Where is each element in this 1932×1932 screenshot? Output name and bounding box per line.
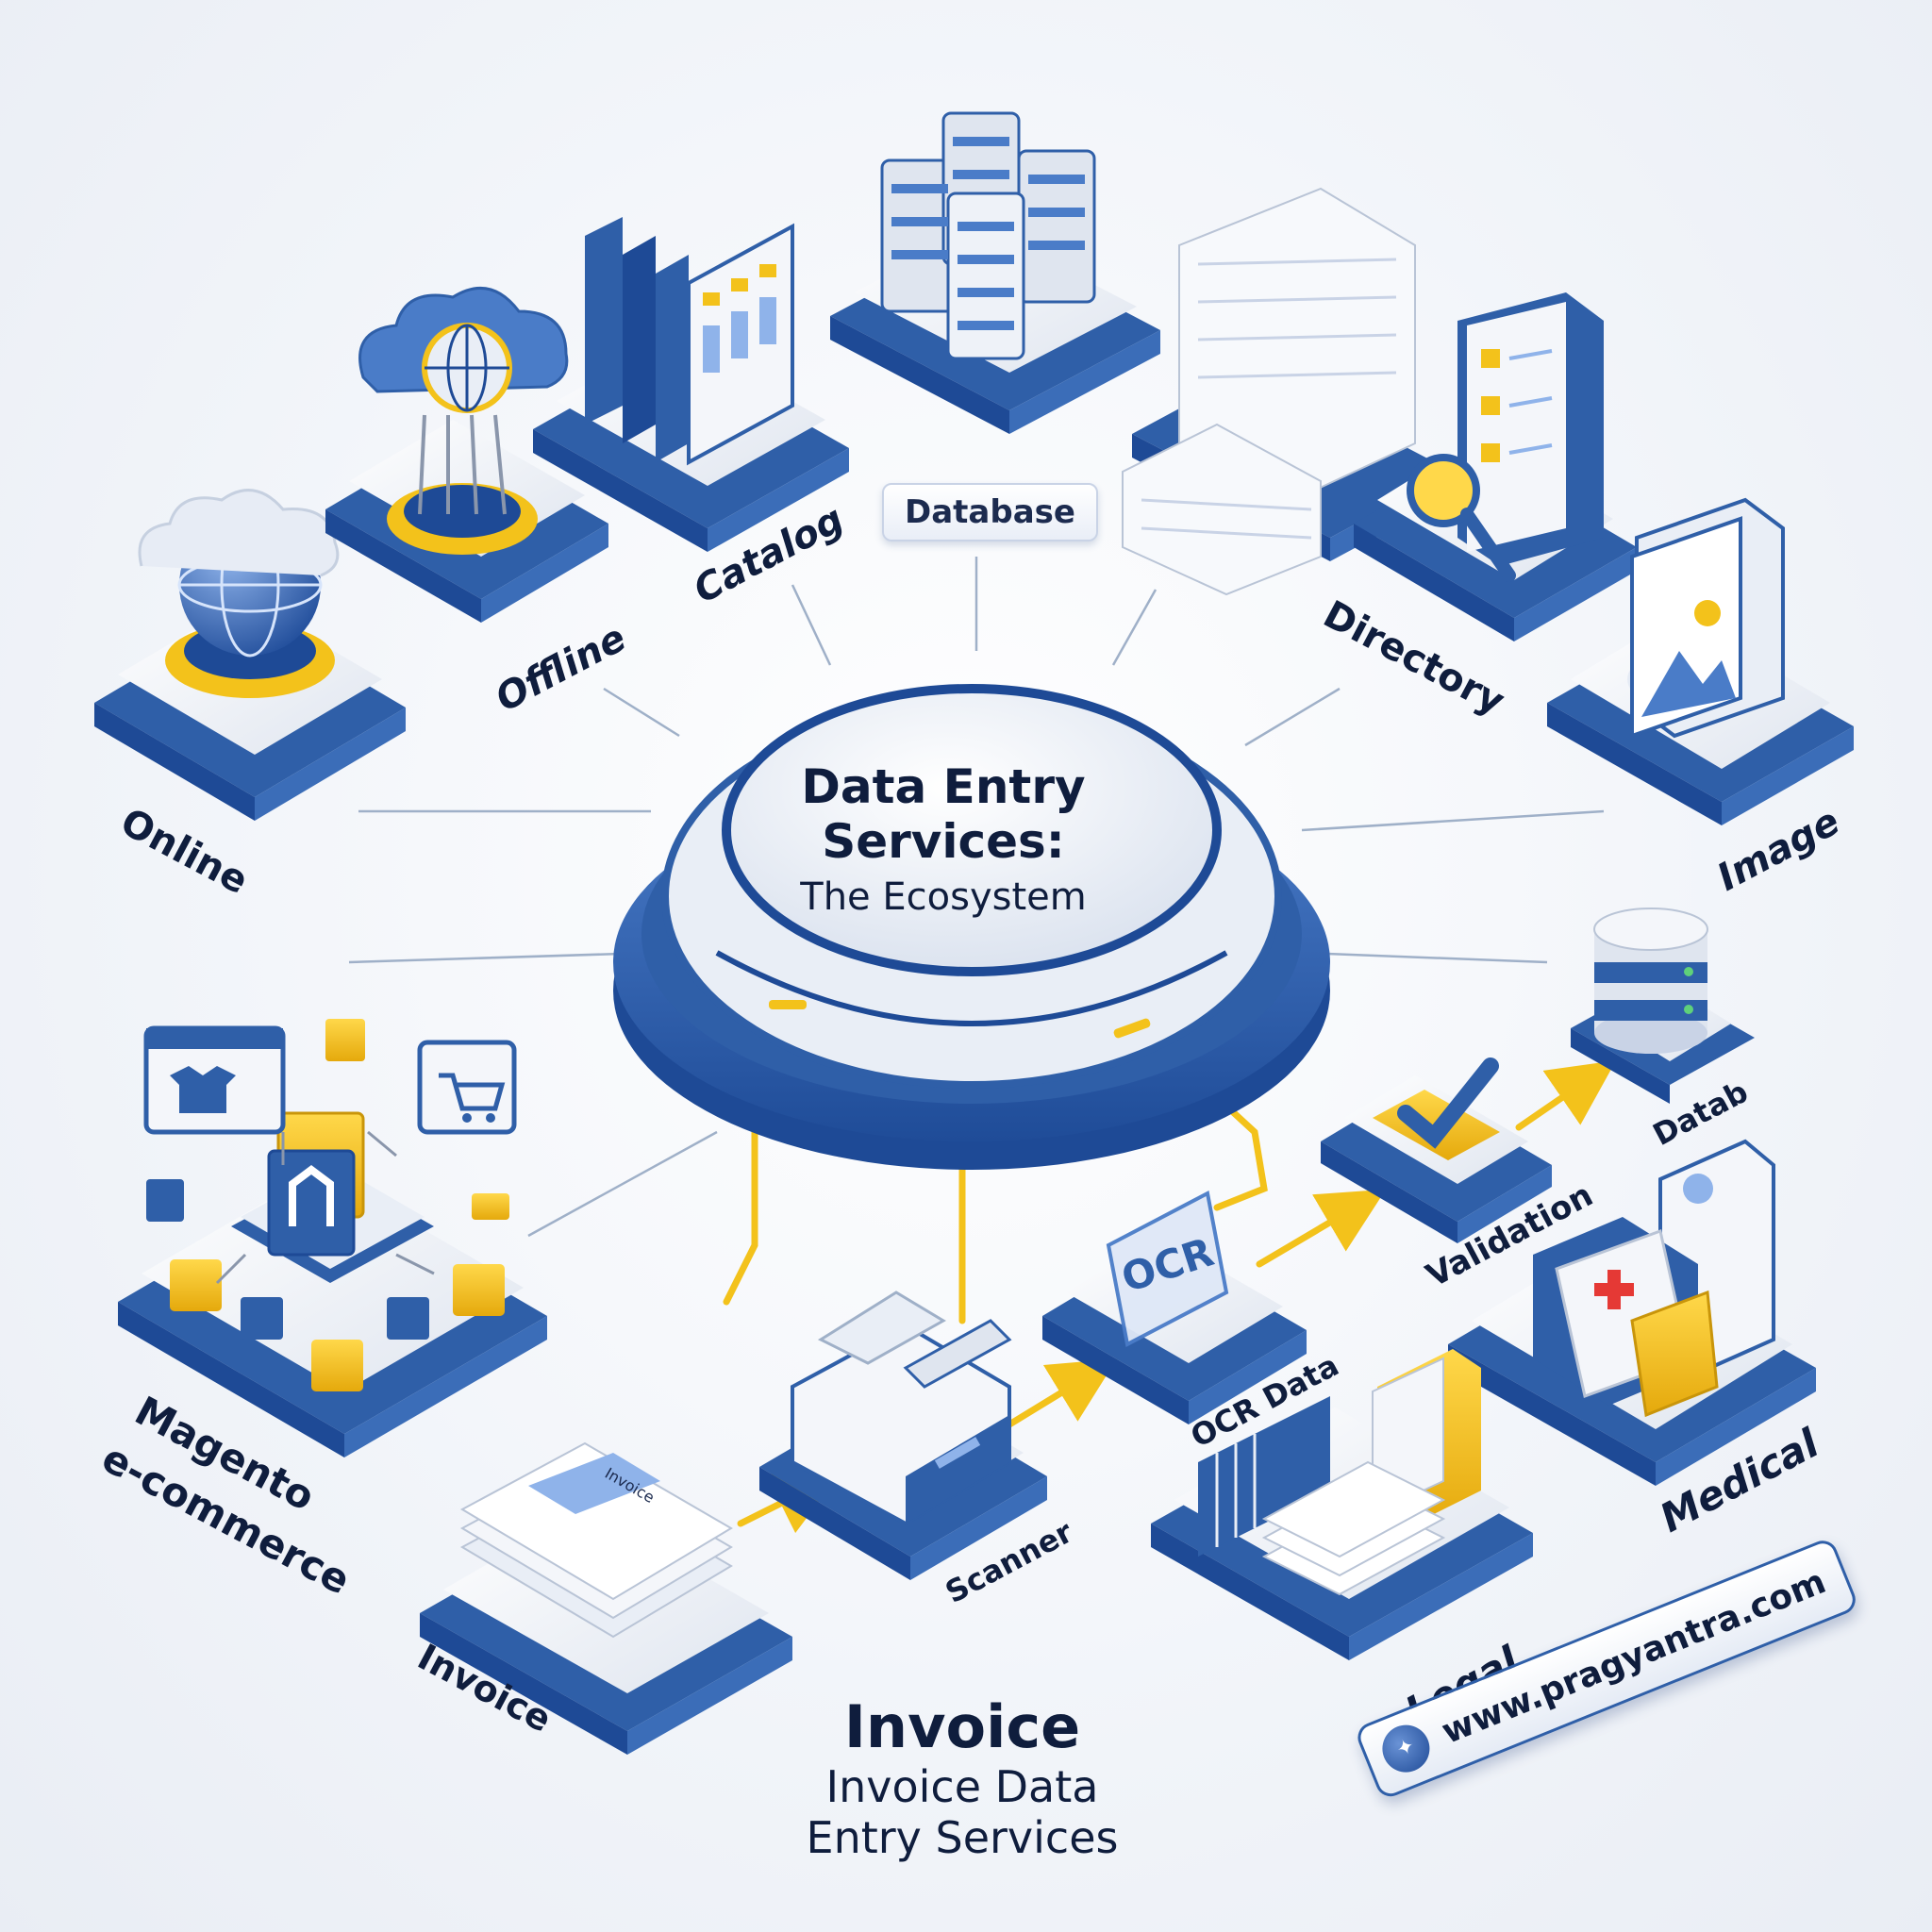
shopping-bag-icon <box>325 1019 365 1061</box>
footer-title-block: Invoice Invoice Data Entry Services <box>736 1692 1189 1864</box>
directory-book-node <box>1354 292 1637 641</box>
database-node <box>830 111 1160 434</box>
footer-subtitle-line2: Entry Services <box>806 1812 1119 1863</box>
database-label: Database <box>882 483 1098 541</box>
folder-icons <box>170 1259 505 1391</box>
magento-logo-icon <box>267 1149 356 1257</box>
invoice-node: Invoice <box>420 1441 792 1755</box>
hub-title: Data Entry Services: The Ecosystem <box>717 759 1170 925</box>
paper-stack-icon <box>1122 187 1416 596</box>
checkmark-icon <box>1397 1058 1499 1149</box>
online-label: Online <box>113 800 255 903</box>
offline-label: Offline <box>489 616 633 721</box>
medical-cross-icon <box>1594 1270 1634 1309</box>
scanner-node <box>759 1291 1047 1580</box>
cloud-icon <box>138 489 340 577</box>
cart-icon <box>439 1073 506 1111</box>
database-cylinder-icon <box>1593 908 1708 1054</box>
hub-subtitle: The Ecosystem <box>800 875 1087 919</box>
directory-node <box>1122 187 1453 596</box>
binder-icon <box>1198 1396 1330 1557</box>
legal-node <box>1151 1349 1533 1660</box>
shirt-icon <box>170 1066 236 1113</box>
server-stack-icon <box>880 111 1096 360</box>
brand-logo-icon: ✦ <box>1374 1718 1437 1780</box>
legal-paper-stack-icon <box>1261 1460 1446 1596</box>
ocr-icon <box>1106 1190 1229 1348</box>
offline-node <box>325 286 608 623</box>
folder-icon <box>1630 1290 1719 1418</box>
connector-lines <box>348 557 1605 1238</box>
online-node <box>94 489 406 821</box>
hub-title-line1: Data Entry <box>801 759 1086 814</box>
magnifier-icon <box>1407 454 1480 527</box>
central-hub <box>613 684 1330 1170</box>
catalog-node <box>533 217 849 552</box>
datab-node <box>1571 908 1755 1104</box>
scanner-icon <box>791 1291 1012 1526</box>
validation-node <box>1321 1058 1552 1243</box>
invoice-document-icon <box>459 1441 733 1639</box>
footer-subtitle-line1: Invoice Data <box>825 1761 1099 1812</box>
footer-title: Invoice <box>843 1692 1081 1761</box>
magento-node <box>118 1019 547 1457</box>
medical-node <box>1448 1139 1816 1486</box>
book-icon <box>1467 302 1566 552</box>
image-node <box>1547 497 1854 825</box>
ocr-node: OCR <box>1042 1190 1307 1424</box>
hub-title-line2: Services: <box>822 814 1065 869</box>
